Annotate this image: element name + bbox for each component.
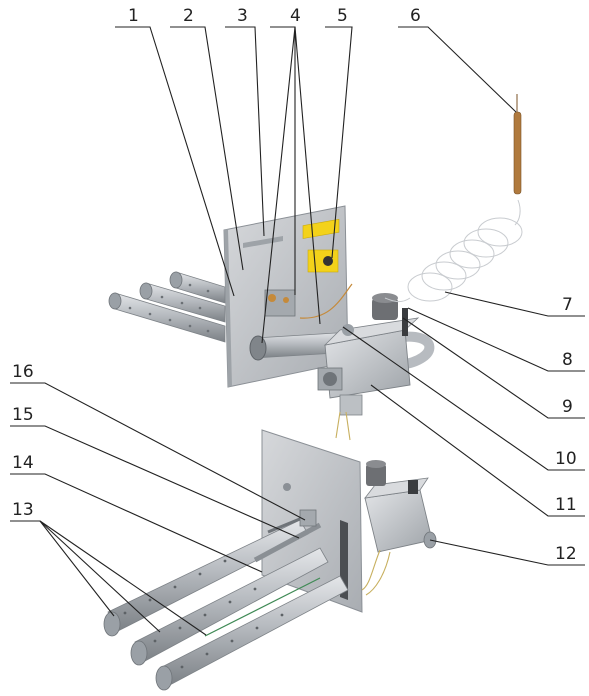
bottom-burner-assembly <box>103 429 437 691</box>
pilot-tube <box>253 522 322 563</box>
callout-5: 5 <box>337 6 348 26</box>
leader-6 <box>398 26 517 113</box>
callout-10: 10 <box>555 449 577 469</box>
callout-numbers: 1 2 3 4 5 6 7 8 9 10 11 12 13 14 15 16 <box>12 6 577 564</box>
leader-1 <box>115 26 235 297</box>
leader-14 <box>10 473 263 573</box>
leader-13a <box>10 520 115 617</box>
thermostat-knob <box>372 298 398 320</box>
thermostat-bulb <box>513 111 522 195</box>
top-burner-tubes <box>108 271 226 343</box>
callout-13: 13 <box>12 500 34 520</box>
thermostat-capillary-coil <box>384 199 523 303</box>
leader-4c <box>294 26 321 325</box>
callout-9: 9 <box>562 397 573 417</box>
callout-4: 4 <box>290 6 301 26</box>
leader-16 <box>10 382 306 521</box>
callout-6: 6 <box>410 6 421 26</box>
leader-13b <box>39 520 161 633</box>
callout-1: 1 <box>128 6 139 26</box>
pilot-burner <box>264 289 296 317</box>
leader-8 <box>407 307 585 372</box>
leader-7 <box>444 291 585 317</box>
callout-3: 3 <box>237 6 248 26</box>
bottom-burner-tubes <box>103 519 349 691</box>
leader-2 <box>170 26 244 271</box>
leader-13c <box>39 520 207 636</box>
top-burner-assembly <box>108 94 523 441</box>
bottom-gas-valve <box>361 460 437 596</box>
leader-10 <box>342 326 585 471</box>
leader-5 <box>325 26 353 259</box>
leader-11 <box>370 384 585 517</box>
leader-3 <box>225 26 265 237</box>
leader-12 <box>429 539 585 566</box>
callout-12: 12 <box>555 544 577 564</box>
top-gas-valve <box>317 293 420 441</box>
callout-leader-lines <box>10 26 585 636</box>
thermocouple-wire <box>299 283 353 319</box>
callout-7: 7 <box>562 295 573 315</box>
callout-16: 16 <box>12 362 34 382</box>
callout-11: 11 <box>555 495 577 515</box>
leader-9 <box>402 317 585 419</box>
callout-8: 8 <box>562 350 573 370</box>
leader-15 <box>10 425 300 539</box>
callout-15: 15 <box>12 405 34 425</box>
callout-14: 14 <box>12 453 34 473</box>
callout-2: 2 <box>183 6 194 26</box>
piezo-button <box>323 256 333 266</box>
